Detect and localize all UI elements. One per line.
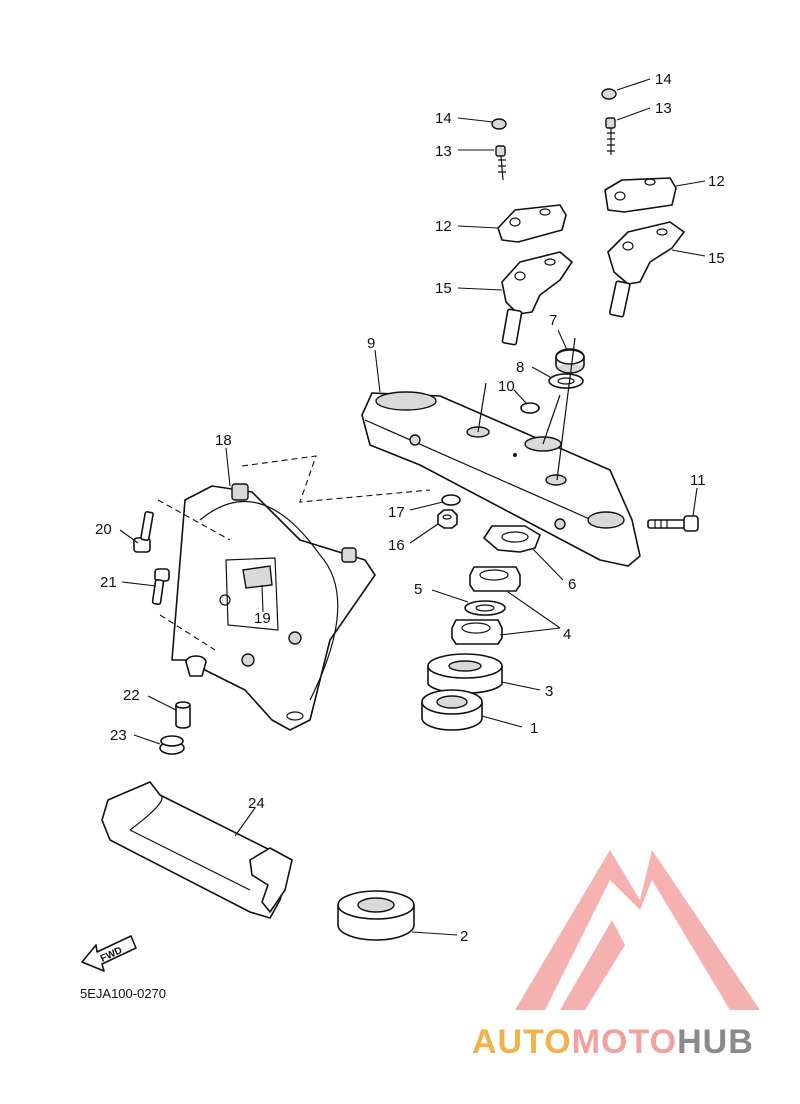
callout-1: 1 xyxy=(530,720,538,737)
callout-22: 22 xyxy=(123,687,140,704)
callout-10: 10 xyxy=(498,378,515,395)
cover xyxy=(101,781,293,919)
watermark-logo-icon xyxy=(515,850,760,1010)
callout-5: 5 xyxy=(414,581,422,598)
callout-labels: 1 2 3 4 5 6 7 8 9 10 11 12 12 13 13 14 1… xyxy=(95,71,725,945)
callout-14-left: 14 xyxy=(435,110,452,127)
callout-14-right: 14 xyxy=(655,71,672,88)
callout-21: 21 xyxy=(100,574,117,591)
callout-20: 20 xyxy=(95,521,112,538)
callout-13-left: 13 xyxy=(435,143,452,160)
callout-2: 2 xyxy=(460,928,468,945)
diagram-code: 5EJA100-0270 xyxy=(80,986,166,1001)
callout-6: 6 xyxy=(568,576,576,593)
upper-bracket xyxy=(361,337,641,567)
watermark-moto: MOTO xyxy=(572,1023,677,1061)
nut-and-washer xyxy=(437,494,461,529)
handlebar-holder-right xyxy=(601,88,685,318)
callout-18: 18 xyxy=(215,432,232,449)
fwd-label: FWD xyxy=(99,945,124,965)
steering-bearings xyxy=(337,525,541,941)
callout-7: 7 xyxy=(549,312,557,329)
callout-19: 19 xyxy=(254,610,271,627)
callout-3: 3 xyxy=(545,683,553,700)
callout-4: 4 xyxy=(563,626,571,643)
stay-fasteners xyxy=(133,511,191,755)
callout-8: 8 xyxy=(516,359,524,376)
callout-11: 11 xyxy=(690,472,706,489)
leader-lines xyxy=(119,78,706,936)
watermark-wordmark: AUTOMOTOHUB xyxy=(472,1023,754,1061)
callout-12-right: 12 xyxy=(708,173,725,190)
callout-23: 23 xyxy=(110,727,127,744)
callout-16: 16 xyxy=(388,537,405,554)
callout-15-left: 15 xyxy=(435,280,452,297)
watermark-hub: HUB xyxy=(677,1023,754,1061)
callout-15-right: 15 xyxy=(708,250,725,267)
steering-nut-washer xyxy=(520,348,585,414)
forward-arrow-icon xyxy=(81,935,137,972)
callout-17: 17 xyxy=(388,504,405,521)
callout-9: 9 xyxy=(367,335,375,352)
pinch-bolt xyxy=(647,515,699,532)
watermark-auto: AUTO xyxy=(472,1023,572,1061)
callout-24: 24 xyxy=(248,795,265,812)
callout-13-right: 13 xyxy=(655,100,672,117)
headlight-stay xyxy=(157,455,431,731)
callout-12-left: 12 xyxy=(435,218,452,235)
handlebar-holder-left xyxy=(491,118,573,346)
